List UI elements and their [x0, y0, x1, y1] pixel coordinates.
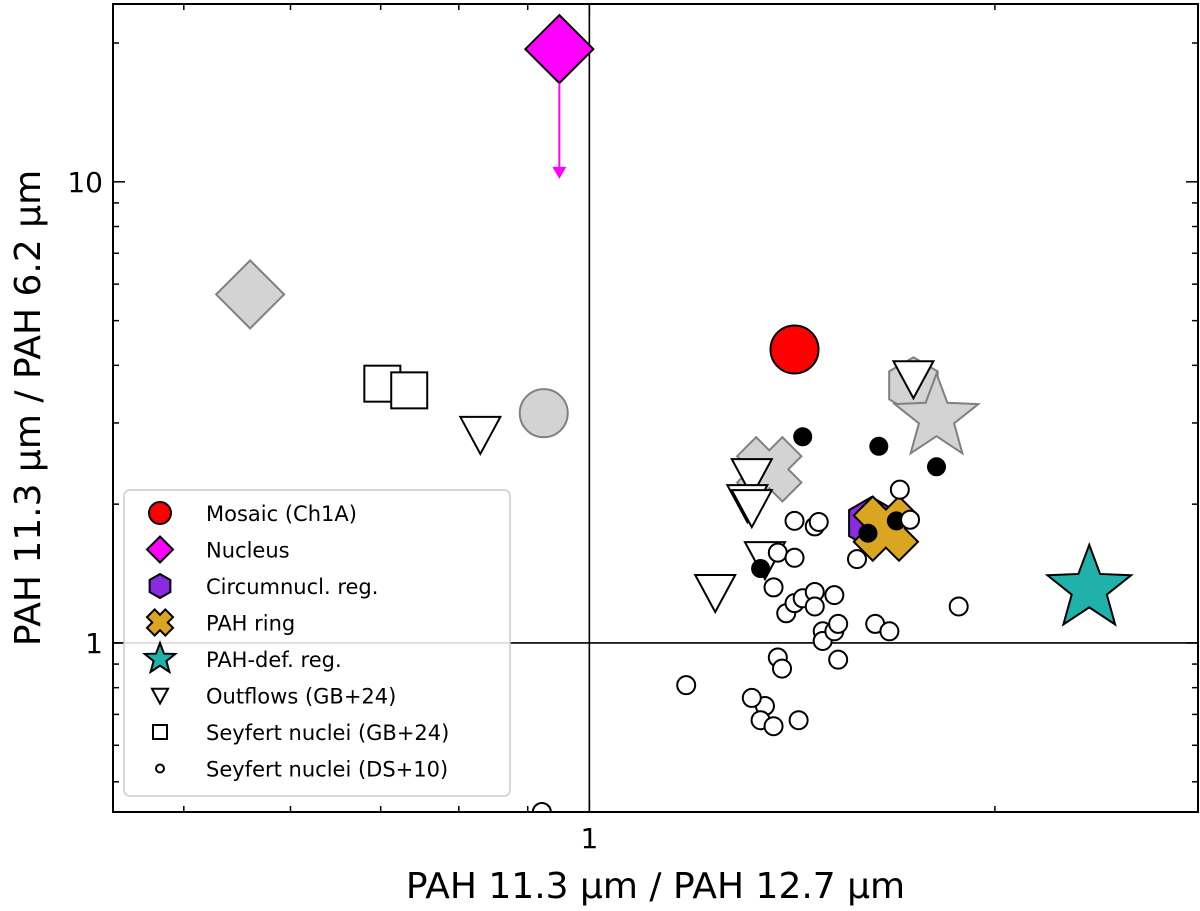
marker-diamond: [523, 13, 595, 85]
marker-dot: [858, 523, 878, 543]
marker-circle-small: [763, 577, 784, 598]
marker-triangle-down: [693, 573, 737, 615]
upper-limit-arrowhead: [552, 166, 567, 179]
marker-triangle-down: [891, 360, 936, 401]
marker-dot: [793, 427, 813, 447]
legend-label: Mosaic (Ch1A): [206, 502, 357, 526]
marker-circle-small: [804, 596, 825, 617]
marker-star: [891, 370, 982, 456]
marker-dot: [927, 457, 947, 477]
legend-marker-diamond: [145, 535, 175, 564]
marker-circle-small: [676, 675, 697, 696]
marker-circle-small: [763, 716, 784, 737]
legend-label: Seyfert nuclei (DS+10): [206, 758, 448, 782]
marker-circle-small: [808, 511, 829, 532]
legend-marker-circle-small: [155, 763, 165, 774]
legend-marker-triangle-down: [150, 687, 170, 706]
legend-marker-star: [142, 640, 178, 675]
marker-circle-small: [741, 687, 762, 708]
marker-square: [390, 371, 429, 410]
marker-circle-small: [889, 479, 910, 500]
legend-marker-circle: [148, 501, 172, 525]
marker-circle-small: [824, 585, 845, 606]
marker-dot: [751, 559, 771, 579]
marker-circle-small: [948, 596, 969, 617]
marker-circle-small: [828, 613, 849, 634]
marker-circle-small: [879, 621, 900, 642]
marker-triangle-down: [458, 415, 503, 457]
legend-label: PAH-def. reg.: [206, 648, 342, 672]
plot-frame: [112, 3, 1199, 813]
marker-star: [1044, 542, 1134, 627]
marker-circle-small: [900, 509, 921, 530]
legend-label: Circumnucl. reg.: [206, 575, 378, 599]
legend-label: PAH ring: [206, 612, 295, 636]
marker-circle-small: [784, 547, 805, 568]
data-markers: [113, 4, 1198, 812]
legend-marker-hexagon: [148, 572, 172, 600]
marker-cross: [852, 495, 920, 563]
marker-triangle-down: [730, 489, 774, 530]
legend-label: Nucleus: [206, 539, 290, 563]
marker-circle-small: [531, 802, 552, 812]
marker-circle-small: [846, 549, 867, 570]
x-axis-label: PAH 11.3 μm / PAH 12.7 μm: [406, 866, 905, 907]
marker-circle-small: [767, 542, 788, 563]
y-axis-label: PAH 11.3 μm / PAH 6.2 μm: [8, 170, 49, 646]
marker-dot: [869, 436, 889, 456]
marker-circle-small: [788, 710, 809, 731]
legend-box: [123, 489, 511, 797]
marker-triangle-down: [730, 458, 774, 499]
marker-circle-small: [828, 649, 849, 670]
marker-circle: [769, 324, 820, 375]
marker-circle-small: [784, 510, 805, 531]
legend-marker-cross: [145, 608, 175, 637]
y-tick-label: 10: [67, 166, 103, 199]
legend-label: Outflows (GB+24): [206, 685, 396, 709]
marker-circle-small: [772, 658, 793, 679]
legend-label: Seyfert nuclei (GB+24): [206, 721, 449, 745]
legend-marker-square: [152, 724, 168, 740]
y-tick-label: 1: [85, 627, 103, 660]
marker-diamond: [214, 258, 286, 330]
x-tick-label: 1: [580, 822, 598, 855]
marker-circle: [518, 388, 569, 439]
